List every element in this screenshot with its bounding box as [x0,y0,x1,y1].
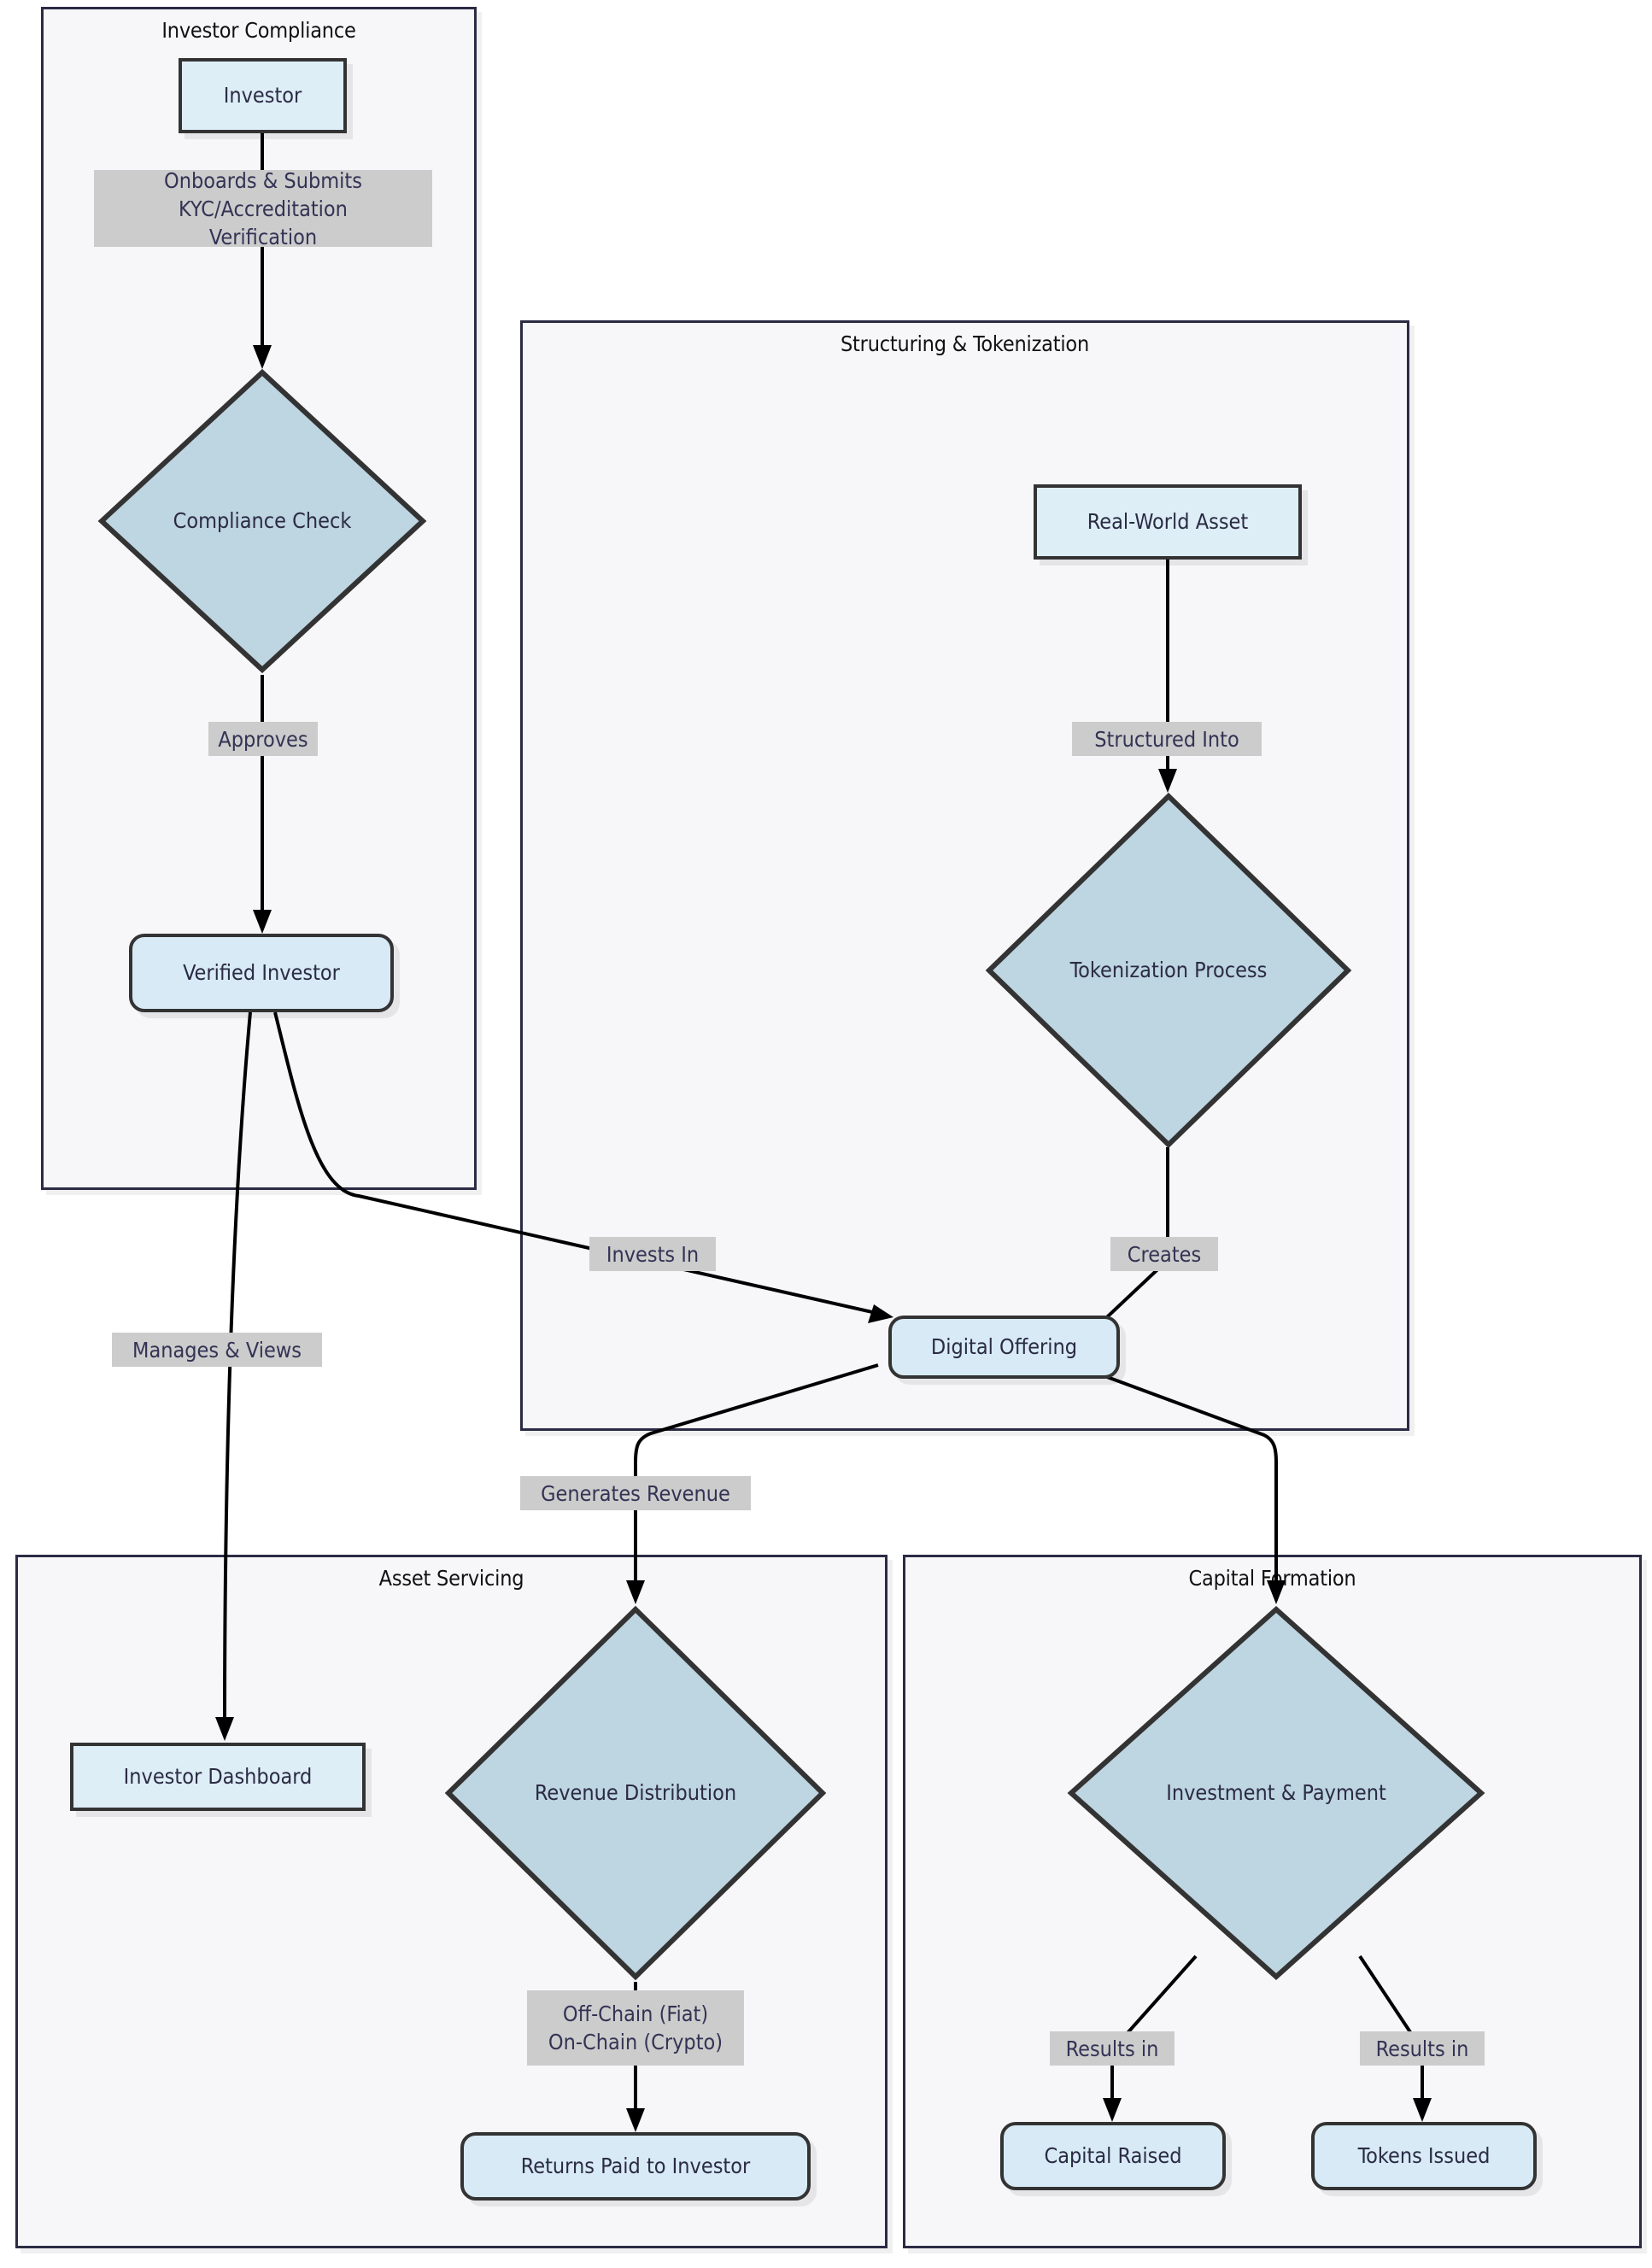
diamond-shape-tokenization-process [985,792,1352,1149]
node-label-real-world-asset: Real-World Asset [1087,508,1249,534]
node-compliance-check[interactable]: Compliance Check [97,367,428,675]
node-verified-investor[interactable]: Verified Investor [129,934,394,1012]
node-revenue-distribution[interactable]: Revenue Distribution [443,1604,828,1982]
node-tokenization-process[interactable]: Tokenization Process [984,791,1353,1150]
edge-label-results-in-capital: Results in [1050,2031,1175,2066]
node-label-compliance-check: Compliance Check [173,507,352,533]
edge-label-text-structured-into: Structured Into [1094,726,1239,752]
node-investor-dashboard[interactable]: Investor Dashboard [70,1743,366,1811]
edge-label-onboards-kyc: Onboards & Submits KYC/Accreditation Ver… [94,168,432,249]
node-label-tokenization-process: Tokenization Process [1069,957,1268,982]
node-label-tokens-issued: Tokens Issued [1357,2142,1491,2168]
edge-label-text-approves: Approves [218,726,308,752]
node-label-investor-dashboard: Investor Dashboard [123,1763,313,1789]
node-label-verified-investor: Verified Investor [183,959,340,985]
node-returns-paid[interactable]: Returns Paid to Investor [460,2132,811,2201]
node-label-investment-payment: Investment & Payment [1166,1779,1386,1805]
edge-label-text-manages-views: Manages & Views [132,1337,302,1363]
edge-label-invests-in: Invests In [589,1237,716,1271]
node-real-world-asset[interactable]: Real-World Asset [1034,484,1302,560]
edge-label-text-invests-in: Invests In [606,1241,700,1267]
node-label-returns-paid: Returns Paid to Investor [520,2153,751,2178]
cluster-title-asset-servicing: Asset Servicing [378,1566,524,1591]
edge-label-offchain-onchain: Off-Chain (Fiat) On-Chain (Crypto) [527,1990,744,2066]
edge-label-text-results-in-tokens: Results in [1375,2036,1469,2061]
edge-label-text-results-in-capital: Results in [1065,2036,1159,2061]
node-investor[interactable]: Investor [179,58,347,133]
node-digital-offering[interactable]: Digital Offering [888,1316,1120,1379]
node-label-investor: Investor [223,82,302,108]
cluster-title-investor-compliance: Investor Compliance [161,18,356,43]
edge-label-text-generates-revenue: Generates Revenue [541,1480,730,1506]
node-capital-raised[interactable]: Capital Raised [1000,2122,1226,2190]
edge-label-creates: Creates [1110,1237,1218,1271]
edge-label-approves: Approves [208,722,318,756]
edge-label-results-in-tokens: Results in [1360,2031,1485,2066]
edge-label-manages-views: Manages & Views [112,1333,322,1367]
edge-label-text-onboards-kyc: Onboards & Submits KYC/Accreditation Ver… [164,167,362,249]
edge-label-generates-revenue: Generates Revenue [520,1476,751,1510]
edge-label-text-offchain-onchain: Off-Chain (Fiat) On-Chain (Crypto) [548,2001,723,2054]
diamond-shape-revenue-distribution [444,1605,827,1981]
node-label-capital-raised: Capital Raised [1044,2142,1182,2168]
node-label-revenue-distribution: Revenue Distribution [534,1779,737,1805]
diamond-shape-compliance-check [97,368,427,674]
node-investment-payment[interactable]: Investment & Payment [1066,1604,1486,1982]
edge-label-structured-into: Structured Into [1072,722,1262,756]
cluster-title-structuring-tokenization: Structuring & Tokenization [840,331,1090,356]
edge-label-text-creates: Creates [1127,1241,1202,1267]
node-label-digital-offering: Digital Offering [930,1333,1078,1359]
diamond-shape-investment-payment [1067,1605,1485,1981]
node-tokens-issued[interactable]: Tokens Issued [1311,2122,1537,2190]
cluster-title-capital-formation: Capital Formation [1188,1566,1356,1591]
